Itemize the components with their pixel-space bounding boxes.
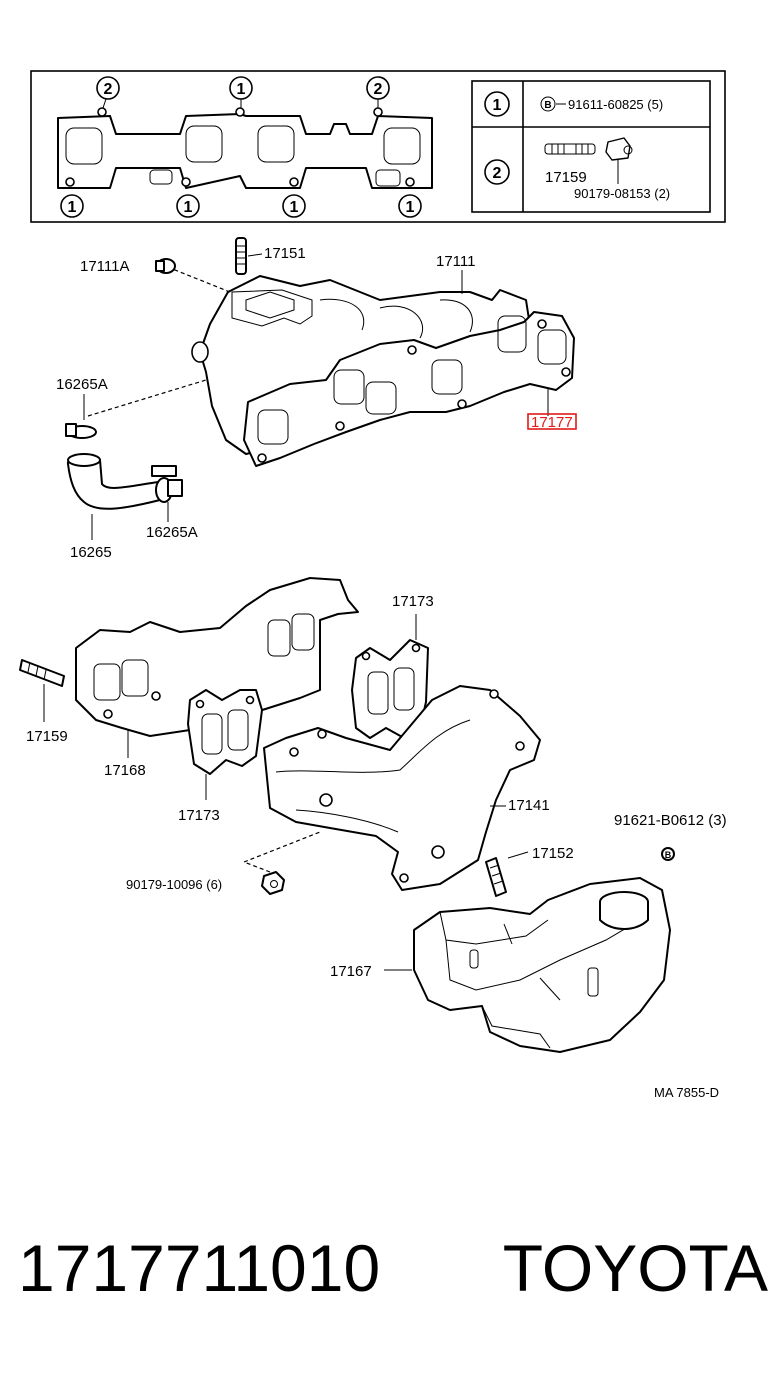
svg-text:B: B (544, 100, 551, 111)
svg-text:1: 1 (493, 97, 502, 114)
label-17152: 17152 (532, 845, 574, 862)
nut-icon (605, 137, 633, 161)
manifold-17168 (75, 577, 359, 737)
label-17151: 17151 (264, 245, 306, 262)
nut-90179 (261, 871, 285, 895)
stud-17151 (235, 237, 247, 275)
svg-text:2: 2 (104, 81, 113, 98)
footer: 1717711010 TOYOTA (18, 1228, 768, 1328)
svg-text:1: 1 (68, 199, 77, 216)
svg-text:B: B (665, 850, 672, 860)
gasket-marker-bottom-3: 1 (282, 194, 306, 218)
gasket-marker-bottom-4: 1 (398, 194, 422, 218)
bolt-91621: B (661, 847, 675, 861)
label-17111: 17111 (436, 253, 476, 270)
gasket-marker-top-center: 1 (229, 76, 253, 108)
clamp-16265A-bottom (151, 465, 183, 503)
label-17167: 17167 (330, 963, 372, 980)
legend-row-2: 2 17159 90179-08153 (2) (484, 137, 670, 201)
svg-text:1: 1 (406, 199, 415, 216)
exhaust-manifold-17141 (263, 685, 541, 891)
clamp-16265A-top (65, 423, 97, 439)
stud-17152 (485, 857, 507, 897)
label-17177: 17177 (531, 414, 573, 431)
diagram-code: MA 7855-D (654, 1085, 719, 1100)
gasket-marker-top-left: 2 (96, 76, 120, 109)
label-16265A-bottom: 16265A (146, 524, 198, 541)
stud-bolt-icon (544, 143, 596, 155)
label-16265: 16265 (70, 544, 112, 561)
gasket-marker-bottom-2: 1 (176, 194, 200, 218)
label-90179: 90179-10096 (6) (126, 877, 222, 892)
label-17141: 17141 (508, 797, 550, 814)
gasket-17173-lower (187, 689, 263, 775)
svg-text:91611-60825 (5): 91611-60825 (5) (568, 97, 663, 112)
svg-text:2: 2 (493, 165, 502, 182)
gasket-inset-panel: 2 1 2 1 1 1 1 (30, 70, 726, 223)
svg-text:1: 1 (237, 81, 246, 98)
svg-text:1: 1 (184, 199, 193, 216)
label-16265A-top: 16265A (56, 376, 108, 393)
gasket-marker-top-right: 2 (366, 76, 390, 108)
gasket-marker-bottom-1: 1 (60, 194, 84, 218)
stud-17159 (19, 659, 65, 687)
brand-name: TOYOTA (502, 1231, 768, 1305)
svg-text:17159: 17159 (545, 169, 587, 186)
highlight-box (527, 413, 577, 430)
legend-row-1: 1 B 91611-60825 (5) (484, 91, 663, 117)
label-17173-upper: 17173 (392, 593, 434, 610)
plug-17111A (155, 258, 176, 274)
part-number: 1717711010 (18, 1231, 381, 1305)
hose-16265 (67, 453, 161, 510)
heat-insulator-17167 (413, 877, 671, 1053)
label-91621: 91621-B0612 (3) (614, 812, 727, 829)
svg-text:90179-08153 (2): 90179-08153 (2) (574, 186, 670, 201)
svg-text:1: 1 (290, 199, 299, 216)
label-17173-lower: 17173 (178, 807, 220, 824)
label-17159: 17159 (26, 728, 68, 745)
gasket-17177 (243, 311, 575, 467)
label-17168: 17168 (104, 762, 146, 779)
label-17111A: 17111A (80, 258, 130, 275)
svg-text:2: 2 (374, 81, 383, 98)
